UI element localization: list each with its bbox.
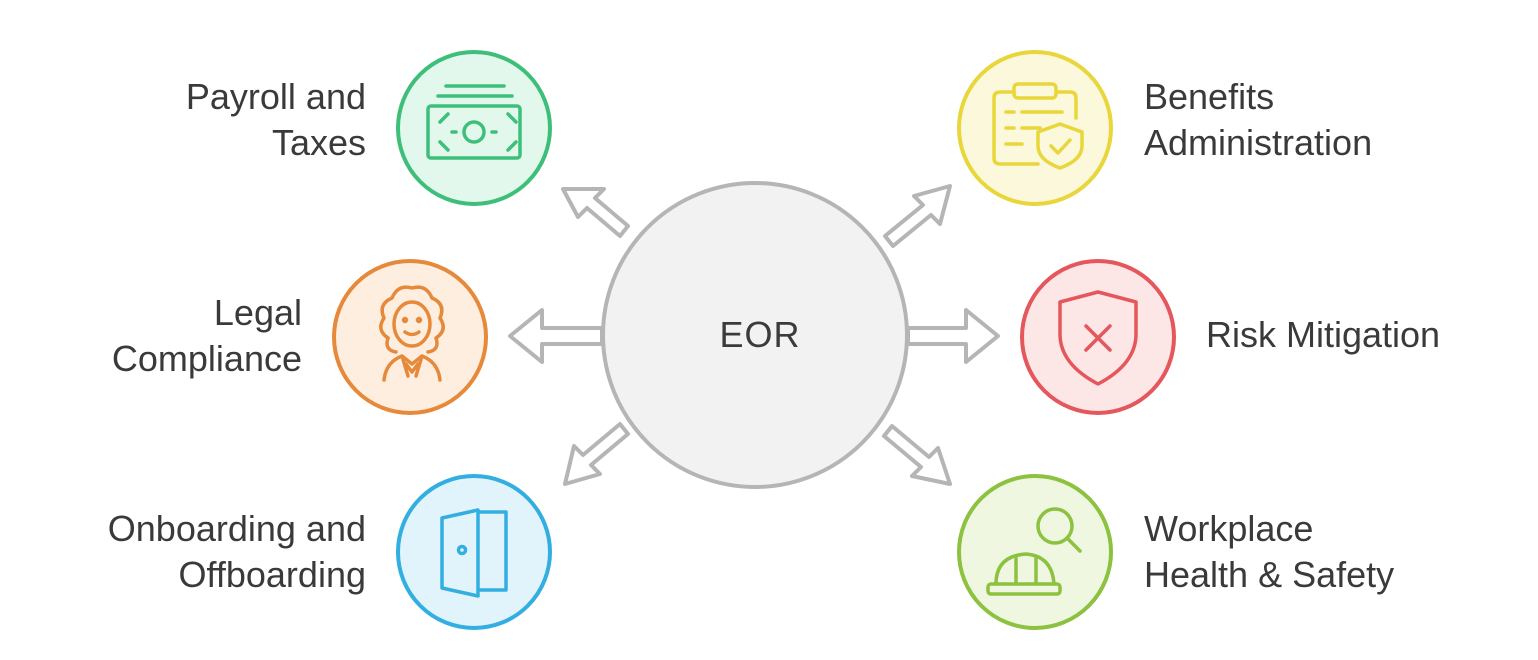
arrow-to-benefits xyxy=(883,184,952,248)
arrow-to-legal xyxy=(508,308,604,364)
onboarding-label: Onboarding and Offboarding xyxy=(107,508,366,595)
shield-x-icon xyxy=(1058,290,1138,386)
lawyer-icon xyxy=(379,285,445,382)
arrow-to-payroll xyxy=(561,187,630,238)
workplace-label: Workplace Health & Safety xyxy=(1144,508,1395,595)
eor-hub xyxy=(601,181,909,489)
legal-circle xyxy=(332,259,488,415)
arrow-to-workplace xyxy=(882,424,952,486)
payroll-label: Payroll and Taxes xyxy=(185,76,366,163)
door-icon xyxy=(440,508,508,598)
arrow-to-onboarding xyxy=(563,422,630,486)
workplace-circle xyxy=(957,474,1113,630)
onboarding-circle xyxy=(396,474,552,630)
risk-label: Risk Mitigation xyxy=(1206,314,1441,355)
legal-label: Legal Compliance xyxy=(111,292,302,379)
benefits-label: Benefits Administration xyxy=(1144,76,1373,163)
payroll-circle xyxy=(396,50,552,206)
hardhat-search-icon xyxy=(986,507,1082,596)
arrow-to-risk xyxy=(906,308,1000,364)
clipboard-shield-icon xyxy=(992,82,1084,170)
money-bill-icon xyxy=(426,84,522,160)
eor-label: EOR xyxy=(719,314,801,355)
